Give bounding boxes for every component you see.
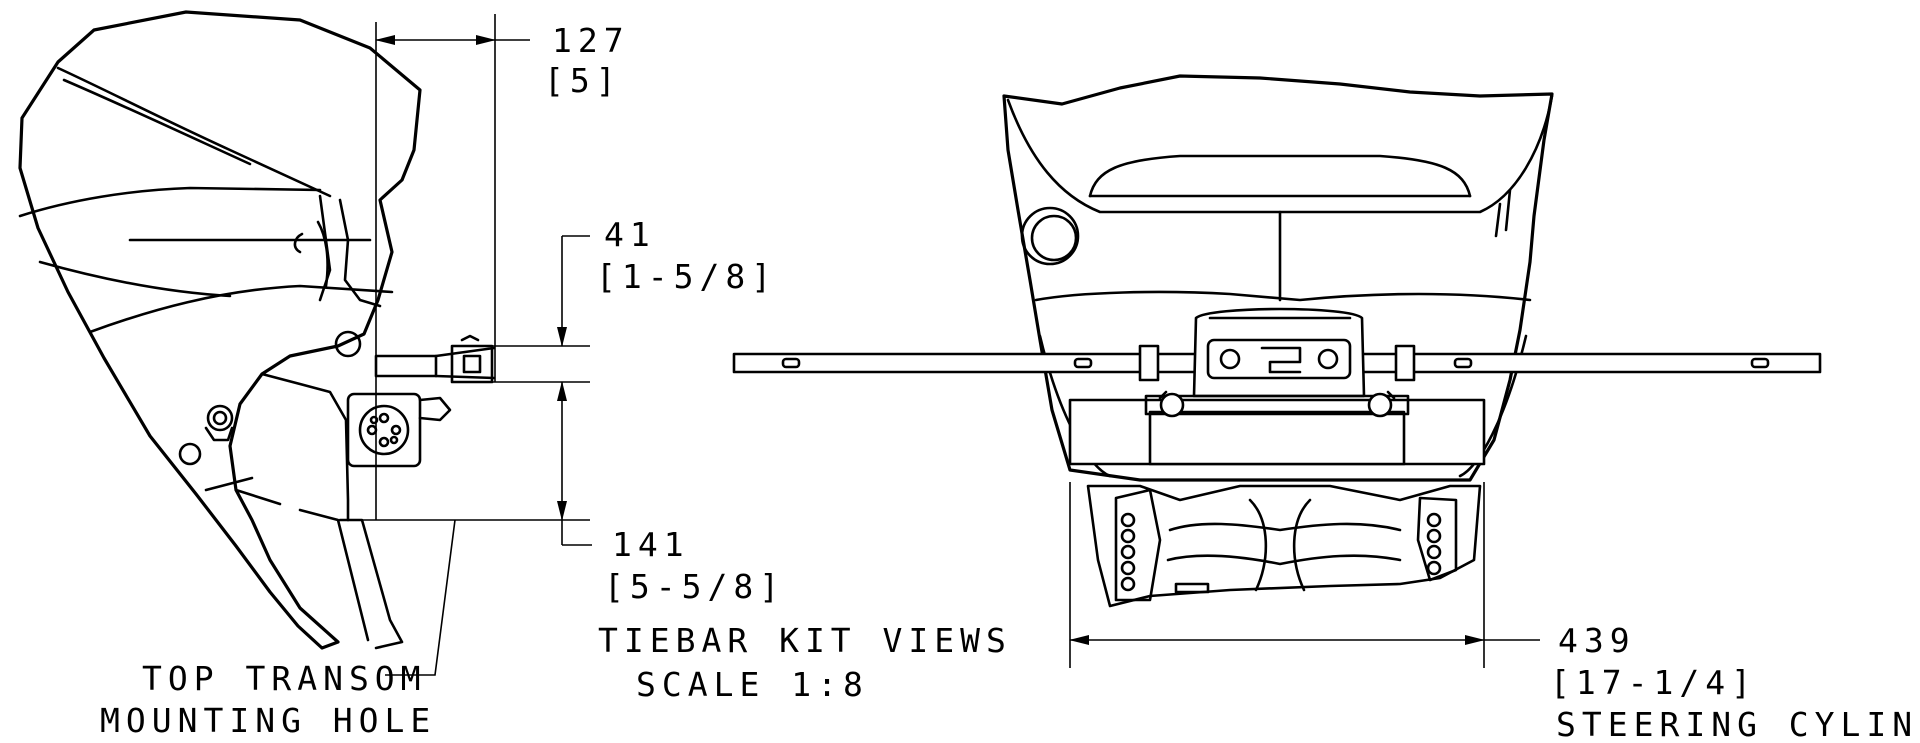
dim-cylinder-width-imperial: [17-1/4] — [1550, 663, 1757, 702]
callout-mounting-hole-line2: MOUNTING HOLE — [100, 701, 436, 740]
dim-cylinder-width-note: STEERING CYLINDER — [1556, 705, 1920, 743]
view-title: TIEBAR KIT VIEWS — [598, 621, 1012, 660]
rear-view-engine — [732, 74, 1822, 668]
dim-transom-drop-imperial: [5-5/8] — [604, 567, 785, 606]
dimension-lines-side — [346, 14, 592, 676]
dim-top-offset-imperial: [5] — [544, 61, 622, 100]
dim-cylinder-width-metric: 439 — [1558, 621, 1636, 660]
dim-transom-drop-metric: 141 — [612, 525, 690, 564]
callout-mounting-hole-line1: TOP TRANSOM — [142, 659, 427, 698]
view-scale: SCALE 1:8 — [636, 665, 869, 704]
bracket-holes-left — [1120, 512, 1136, 592]
side-view-engine — [18, 10, 496, 650]
dim-bracket-height-metric: 41 — [604, 215, 656, 254]
dim-bracket-height-imperial: [1-5/8] — [596, 257, 777, 296]
dim-top-offset-metric: 127 — [552, 21, 630, 60]
bracket-holes-right — [1426, 512, 1442, 576]
